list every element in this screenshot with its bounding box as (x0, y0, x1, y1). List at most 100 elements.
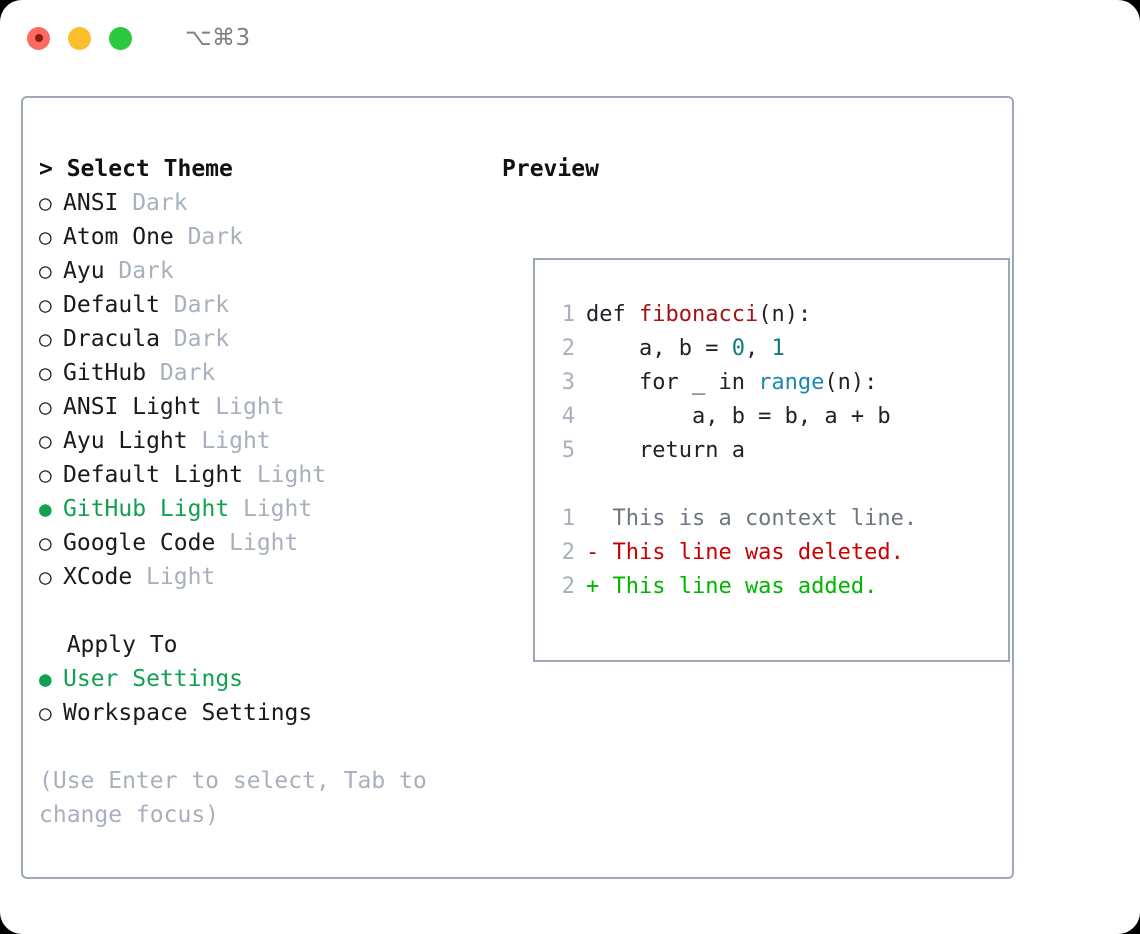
theme-option-category: Light (256, 462, 327, 488)
code-line: 2 a, b = 0, 1 (535, 332, 1008, 366)
code-token-plain: a, b = b, a + b (586, 404, 891, 429)
theme-option-name: GitHub (63, 360, 147, 386)
radio-unselected-icon: ○ (39, 565, 52, 589)
code-token-fn: fibonacci (638, 302, 759, 327)
theme-option[interactable]: ○ Dracula Dark (39, 322, 469, 356)
theme-option-category: Dark (132, 190, 188, 216)
theme-option[interactable]: ○ ANSI Light Light (39, 390, 469, 424)
theme-option[interactable]: ○ Google Code Light (39, 526, 469, 560)
theme-option-category: Light (229, 530, 299, 556)
theme-option-category: Dark (187, 224, 243, 250)
line-number: 2 (561, 574, 575, 599)
radio-unselected-icon: ○ (39, 293, 52, 317)
theme-option[interactable]: ○ ANSI Dark (39, 186, 469, 220)
theme-option-category: Light (242, 496, 313, 522)
traffic-lights (27, 26, 132, 50)
code-token-plain: return a (586, 438, 745, 463)
keyboard-hint-text: (Use Enter to select, Tab to change focu… (39, 768, 441, 828)
code-token-num: 0 (731, 336, 745, 361)
apply-to-heading: Apply To (39, 632, 178, 658)
code-token-num: 1 (771, 336, 785, 361)
code-line: 3 for _ in range(n): (535, 366, 1008, 400)
theme-option-category: Light (215, 394, 285, 420)
line-number: 5 (561, 438, 575, 463)
theme-option-category: Light (201, 428, 271, 454)
theme-option-name: Atom One (63, 224, 174, 250)
code-diff-separator (535, 468, 1008, 502)
code-token-call: range (758, 370, 825, 395)
radio-unselected-icon: ○ (39, 327, 52, 351)
radio-unselected-icon: ○ (39, 395, 52, 419)
code-line-text: a, b = b, a + b (586, 400, 891, 434)
diff-line: 2 - This line was deleted. (535, 536, 1008, 570)
radio-unselected-icon: ○ (39, 225, 52, 249)
radio-unselected-icon: ○ (39, 191, 52, 215)
code-token-plain: , (744, 336, 772, 361)
diff-line-text-add: + This line was added. (586, 574, 878, 599)
apply-to-option-list[interactable]: ●User Settings ○ Workspace Settings (39, 662, 469, 730)
zoom-window-button[interactable] (109, 26, 132, 50)
theme-option-name: Google Code (63, 530, 216, 556)
select-theme-heading: > Select Theme (39, 156, 233, 182)
code-line: 5 return a (535, 434, 1008, 468)
code-token-plain: a, b = (586, 336, 732, 361)
theme-option-name: GitHub Light (63, 496, 230, 522)
code-line-text: for _ in range(n): (586, 366, 877, 400)
theme-option[interactable]: ○ Default Dark (39, 288, 469, 322)
code-token-plain: def (586, 302, 639, 327)
theme-option-name: XCode (63, 564, 133, 590)
line-number: 2 (561, 540, 575, 565)
apply-to-option-name: Workspace Settings (63, 700, 313, 726)
theme-option-name: Default (63, 292, 160, 318)
theme-option-name: Dracula (63, 326, 160, 352)
code-token-plain: for _ in (586, 370, 759, 395)
theme-option[interactable]: ○ GitHub Dark (39, 356, 469, 390)
theme-option-category: Dark (159, 360, 216, 386)
diff-line-text-del: - This line was deleted. (586, 540, 904, 565)
code-line-text: a, b = 0, 1 (586, 332, 785, 366)
diff-line: 2 + This line was added. (535, 570, 1008, 604)
preview-heading: Preview (502, 156, 599, 182)
theme-option-name: ANSI Light (63, 394, 202, 420)
code-token-plain: (n): (758, 302, 812, 327)
diff-line: 1 This is a context line. (535, 502, 1008, 536)
radio-selected-icon: ● (39, 497, 52, 521)
radio-unselected-icon: ○ (39, 361, 52, 385)
close-window-button[interactable] (27, 26, 50, 50)
radio-unselected-icon: ○ (39, 259, 52, 283)
theme-option[interactable]: ● GitHub Light Light (39, 492, 469, 526)
line-number: 3 (561, 370, 575, 395)
code-line: 4 a, b = b, a + b (535, 400, 1008, 434)
radio-unselected-icon: ○ (39, 531, 52, 555)
code-token-plain: (n): (824, 370, 878, 395)
theme-option-category: Dark (118, 258, 174, 284)
radio-unselected-icon: ○ (39, 701, 52, 725)
apply-to-option[interactable]: ●User Settings (39, 662, 469, 696)
apply-to-option-name: User Settings (63, 666, 244, 692)
theme-option-name: Ayu Light (63, 428, 188, 454)
line-number: 1 (561, 302, 575, 327)
code-line-text: return a (586, 434, 745, 468)
theme-option-name: Default Light (63, 462, 244, 488)
title-bar: ⌥⌘3 (0, 0, 1140, 76)
line-number: 1 (561, 506, 575, 531)
minimize-window-button[interactable] (68, 26, 91, 50)
apply-to-option[interactable]: ○ Workspace Settings (39, 696, 469, 730)
code-line-text: def fibonacci(n): (586, 298, 811, 332)
theme-option-name: ANSI (63, 190, 119, 216)
theme-option[interactable]: ○ Atom One Dark (39, 220, 469, 254)
theme-option-category: Dark (173, 326, 230, 352)
theme-option-category: Dark (173, 292, 230, 318)
keyboard-shortcut-label: ⌥⌘3 (185, 25, 251, 51)
